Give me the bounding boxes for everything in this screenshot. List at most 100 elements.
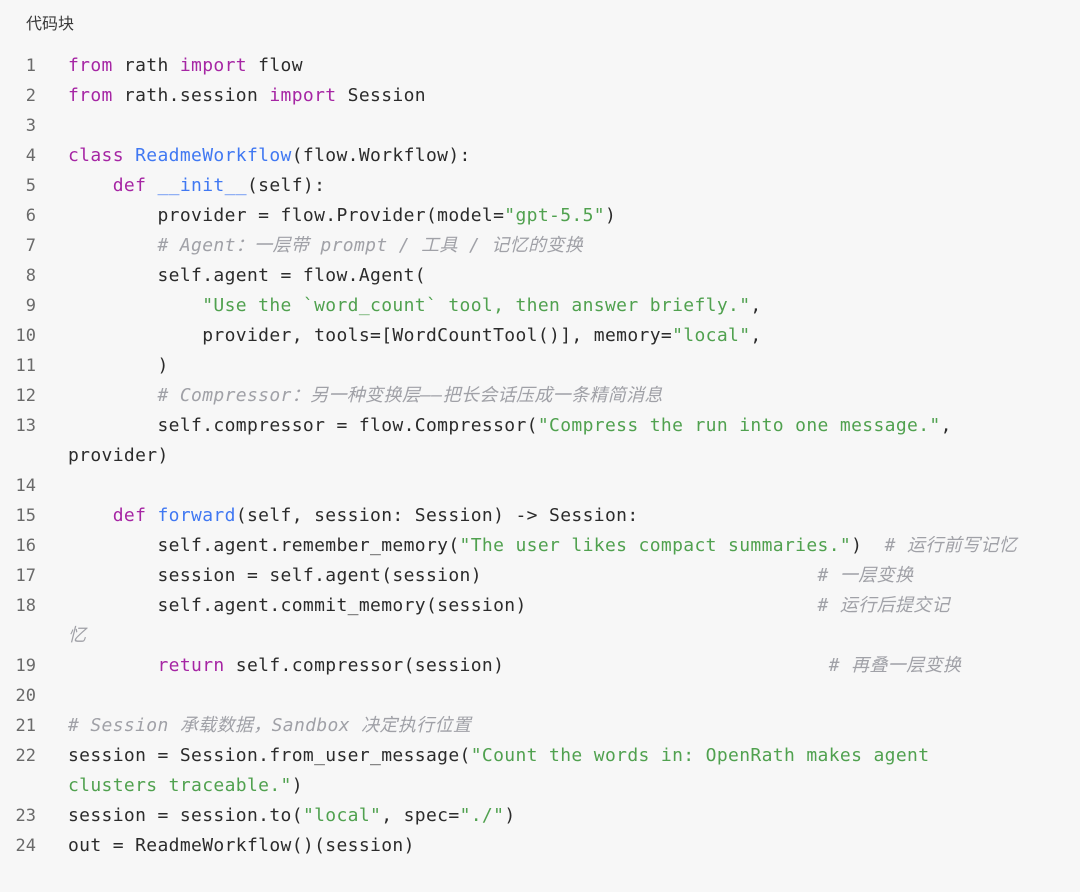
code-area[interactable]: 1 from rath import flow 2 from rath.session… (0, 51, 1080, 861)
text-token: ) (604, 205, 617, 226)
string-token: "Count the words in: OpenRath makes agen… (470, 745, 930, 766)
line-number: 20 (15, 686, 36, 706)
text-token: self.agent.commit_memory(session) (68, 595, 818, 616)
line-number: 21 (15, 716, 36, 736)
line-number: 12 (15, 386, 36, 406)
code-text: class ReadmeWorkflow(flow.Workflow): (68, 141, 471, 171)
comment-token: # 运行后提交记 (817, 595, 951, 616)
keyword-token: import (269, 85, 337, 106)
code-text: provider) (68, 441, 169, 471)
text-token (68, 235, 158, 256)
string-token: "./" (459, 805, 505, 826)
string-token: "Compress the run into one message." (537, 415, 941, 436)
text-token: ) (68, 355, 169, 376)
text-token: provider, tools=[WordCountTool()], memor… (68, 325, 673, 346)
code-text: from rath.session import Session (68, 81, 426, 111)
line-number: 11 (15, 356, 36, 376)
text-token: session = self.agent(session) (68, 565, 818, 586)
text-token: Session (336, 85, 426, 106)
code-line: 2 from rath.session import Session (0, 81, 1080, 111)
text-token: out = ReadmeWorkflow()(session) (68, 835, 415, 856)
code-text: session = Session.from_user_message("Cou… (68, 741, 929, 771)
code-line: 24 out = ReadmeWorkflow()(session) (0, 831, 1080, 861)
code-text: def __init__(self): (68, 171, 325, 201)
text-token: rath (112, 55, 180, 76)
code-text: provider, tools=[WordCountTool()], memor… (68, 321, 762, 351)
text-token (68, 505, 113, 526)
keyword-token: return (157, 655, 225, 676)
code-line: 17 session = self.agent(session) # 一层变换 (0, 561, 1080, 591)
text-token: ) (291, 775, 303, 796)
line-number: 24 (15, 836, 36, 856)
text-token: provider) (68, 445, 169, 466)
keyword-token: from (68, 55, 113, 76)
code-line: 18 self.agent.commit_memory(session) # 运… (0, 591, 1080, 621)
line-number: 16 (15, 536, 36, 556)
comment-token: # 运行前写记忆 (884, 535, 1018, 556)
code-text: return self.compressor(session) # 再叠一层变换 (68, 651, 961, 681)
code-line: 6 provider = flow.Provider(model="gpt-5.… (0, 201, 1080, 231)
code-line: clusters traceable.") (0, 771, 1080, 801)
code-line: 19 return self.compressor(session) # 再叠一… (0, 651, 1080, 681)
line-number: 2 (25, 86, 36, 106)
text-token: self.compressor = flow.Compressor( (68, 415, 538, 436)
text-token (146, 175, 157, 196)
code-text: "Use the `word_count` tool, then answer … (68, 291, 762, 321)
line-number: 9 (25, 296, 36, 316)
text-token (124, 145, 135, 166)
text-token: ) (504, 805, 516, 826)
code-line: 10 provider, tools=[WordCountTool()], me… (0, 321, 1080, 351)
text-token: session = Session.from_user_message( (68, 745, 471, 766)
text-token: self.agent.remember_memory( (68, 535, 460, 556)
text-token: , (750, 325, 762, 346)
string-token: "local" (672, 325, 751, 346)
string-token: "Use the `word_count` tool, then answer … (202, 295, 751, 316)
text-token: (flow.Workflow): (291, 145, 471, 166)
text-token: , (940, 415, 952, 436)
code-text: session = session.to("local", spec="./") (68, 801, 516, 831)
line-number: 23 (15, 806, 36, 826)
code-text: session = self.agent(session) # 一层变换 (68, 561, 913, 591)
text-token: , (750, 295, 762, 316)
code-line: 9 "Use the `word_count` tool, then answe… (0, 291, 1080, 321)
code-line: provider) (0, 441, 1080, 471)
text-token: , spec= (381, 805, 460, 826)
text-token: session = session.to( (68, 805, 303, 826)
text-token: provider = flow.Provider(model= (68, 205, 505, 226)
code-line: 7 # Agent：一层带 prompt / 工具 / 记忆的变换 (0, 231, 1080, 261)
function-token: forward (157, 505, 236, 526)
line-number: 1 (25, 56, 36, 76)
keyword-token: import (179, 55, 247, 76)
code-text: self.agent = flow.Agent( (68, 261, 426, 291)
keyword-token: class (68, 145, 124, 166)
keyword-token: from (68, 85, 113, 106)
line-number: 22 (15, 746, 36, 766)
line-number: 8 (25, 266, 36, 286)
code-block-title: 代码块 (26, 14, 75, 33)
comment-token: # Session 承载数据，Sandbox 决定执行位置 (68, 715, 472, 736)
line-number: 13 (15, 416, 36, 436)
text-token: self.compressor(session) (224, 655, 829, 676)
code-line: 16 self.agent.remember_memory("The user … (0, 531, 1080, 561)
code-text: ) (68, 351, 169, 381)
line-number: 19 (15, 656, 36, 676)
text-token (68, 175, 113, 196)
keyword-token: def (112, 175, 147, 196)
code-text: from rath import flow (68, 51, 303, 81)
function-token: ReadmeWorkflow (135, 145, 292, 166)
code-line: 22 session = Session.from_user_message("C… (0, 741, 1080, 771)
code-line: 11 ) (0, 351, 1080, 381)
code-text: provider = flow.Provider(model="gpt-5.5"… (68, 201, 616, 231)
code-text: # Agent：一层带 prompt / 工具 / 记忆的变换 (68, 231, 583, 261)
code-text: # Compressor：另一种变换层——把长会话压成一条精简消息 (68, 381, 663, 411)
code-line: 20 (0, 681, 1080, 711)
code-text: out = ReadmeWorkflow()(session) (68, 831, 415, 861)
code-line: 忆 (0, 621, 1080, 651)
line-number: 18 (15, 596, 36, 616)
string-token: "The user likes compact summaries." (459, 535, 852, 556)
line-number: 5 (25, 176, 36, 196)
string-token: "gpt-5.5" (504, 205, 605, 226)
comment-token: # 再叠一层变换 (828, 655, 962, 676)
line-number: 15 (15, 506, 36, 526)
